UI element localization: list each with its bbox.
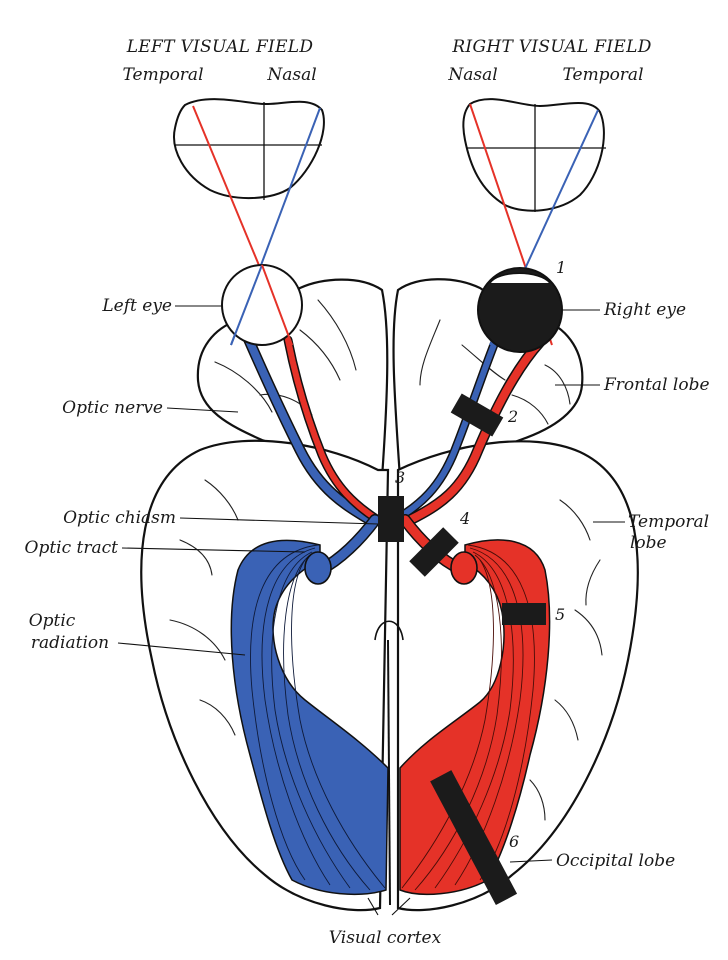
lesion-number-6: 6	[509, 832, 519, 851]
brain-outline	[141, 279, 638, 910]
left-nasal-label: Nasal	[266, 65, 316, 85]
frontal-lobe-label: Frontal lobe	[603, 375, 710, 395]
right-visual-field	[463, 99, 606, 212]
temporal-lobe-label-2: lobe	[630, 533, 667, 553]
lesion-number-1: 1	[556, 258, 566, 277]
visual-cortex-label: Visual cortex	[329, 928, 442, 948]
optic-radiation-label-2: radiation	[31, 633, 109, 653]
optic-tract-label: Optic tract	[25, 538, 119, 558]
left-eye-icon	[222, 265, 302, 345]
optic-nerve-label: Optic nerve	[62, 398, 163, 418]
right-visual-field-title: RIGHT VISUAL FIELD	[451, 37, 651, 57]
lesion-number-2: 2	[507, 407, 518, 426]
optic-radiation-label-1: Optic	[29, 611, 76, 631]
lesion-5	[502, 603, 546, 625]
lesion-number-5: 5	[555, 605, 565, 624]
right-lateral-geniculate	[451, 552, 477, 584]
left-eye-label: Left eye	[101, 296, 172, 316]
lesion-3	[378, 496, 404, 542]
left-temporal-label: Temporal	[122, 65, 203, 85]
left-visual-field-title: LEFT VISUAL FIELD	[126, 37, 314, 57]
lesion-number-4: 4	[459, 509, 470, 528]
optic-chiasm-label: Optic chiasm	[63, 508, 176, 528]
right-temporal-label: Temporal	[562, 65, 643, 85]
occipital-lobe-label: Occipital lobe	[556, 851, 675, 871]
right-nasal-label: Nasal	[447, 65, 497, 85]
lesion-number-3: 3	[395, 468, 405, 487]
right-eye-label: Right eye	[603, 300, 686, 320]
temporal-lobe-label-1: Temporal	[628, 512, 709, 532]
left-lateral-geniculate	[305, 552, 331, 584]
